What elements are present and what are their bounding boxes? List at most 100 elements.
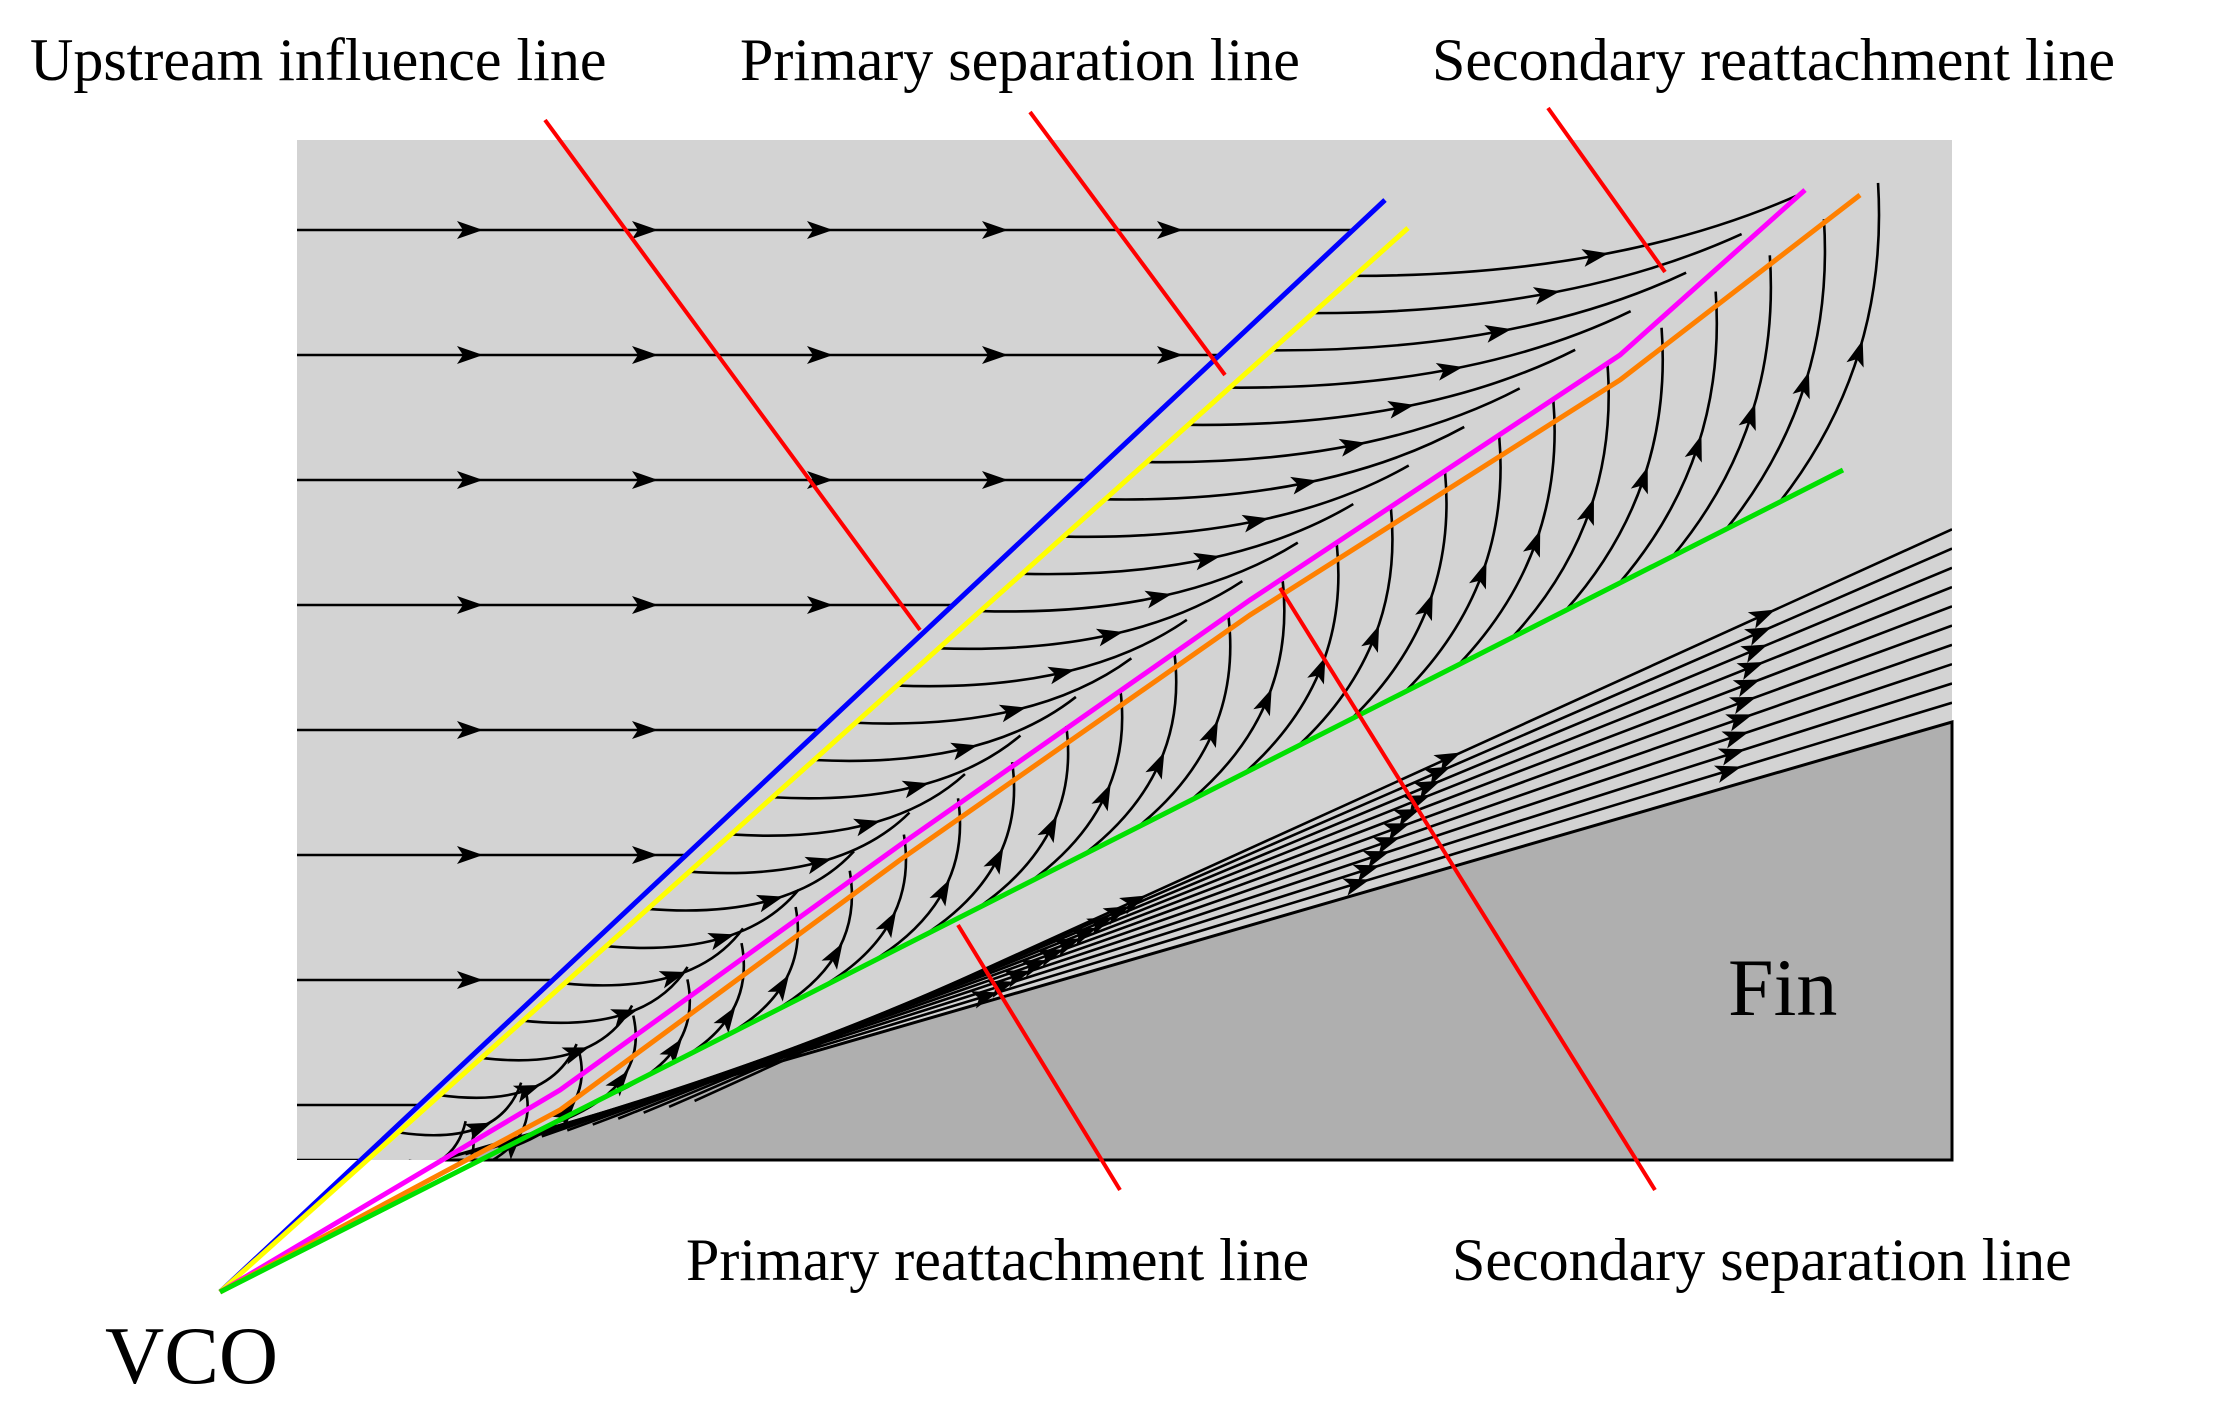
streamline-arrow [1047,666,1075,685]
streamline-arrow [807,221,833,239]
streamline-arrow [1095,628,1124,647]
streamline-arrow [1469,561,1487,590]
streamline-arrow [1290,476,1318,495]
streamline-arrow [950,742,978,761]
pointer-upstream-influence [543,118,922,632]
streamline-arrow [1717,748,1746,766]
streamline-arrow [457,846,483,864]
streamline-arrow [1020,960,1048,978]
streamline-arrow [1157,221,1183,239]
label-secondary-separation-line: Secondary separation line [1452,1227,2072,1293]
streamline-arrow [804,856,832,875]
streamline-arrow [1713,765,1742,783]
streamline-arrow [1157,346,1183,364]
label-vco: VCO [105,1310,278,1401]
streamline-arrow [1433,752,1461,772]
streamline-arrow [1387,400,1415,419]
fin-side-streamline [694,528,1952,1103]
streamline-arrow [970,991,999,1009]
streamline-arrow [1119,895,1147,915]
streamline-arrow [1792,371,1810,400]
streamline-arrow [1037,815,1058,844]
streamline-arrow [983,847,1004,875]
streamline-arrow [1392,809,1421,827]
streamline-arrow [1338,438,1366,457]
streamline-arrow [707,933,735,951]
streamline-arrow [982,471,1008,489]
streamline-arrow [929,879,950,907]
streamline-arrow [457,471,483,489]
streamline-arrow [1352,864,1380,882]
streamline-arrow [1413,780,1441,800]
streamline-arrow [632,721,658,739]
streamline-arrow [1740,644,1768,663]
streamline-arrow [1091,784,1111,812]
streamline-arrow [1522,530,1541,558]
label-primary-reattachment-line: Primary reattachment line [686,1227,1309,1293]
streamline-arrow [1576,498,1594,527]
streamline-arrow [632,596,658,614]
streamline-arrow [1736,662,1765,680]
fin-side-streamline [668,547,1952,1109]
streamline-arrow [1342,878,1370,896]
streamline-arrow [1253,688,1272,717]
streamline-arrow [713,1006,736,1034]
streamline-arrow [1732,679,1761,698]
label-fin: Fin [1728,942,1837,1033]
primary-reattachment-line [218,467,1845,1295]
label-secondary-reattachment-line: Secondary reattachment line [1432,27,2115,93]
streamline-arrow [998,704,1027,723]
streamline-arrow [605,1070,629,1097]
streamline-arrow [1144,590,1172,609]
streamline-arrow [1484,325,1512,343]
pointer-secondary-separation [1278,586,1657,1192]
streamline-arrow [632,346,658,364]
streamline-arrow [1193,552,1221,571]
streamline-arrow [1684,435,1702,463]
streamline-arrow [561,1047,590,1065]
streamline-arrow [551,1102,576,1129]
streamline-arrow [1307,657,1326,685]
streamline-arrow [1145,752,1165,780]
streamline-arrow [821,942,843,970]
streamline-arrow [457,721,483,739]
primary-separation-line [218,226,1410,1294]
streamline-arrow [755,894,784,913]
streamline-arrow [1372,837,1401,855]
streamline-arrow [1362,850,1391,869]
streamline-arrow [1435,363,1463,381]
streamline-arrow [632,846,658,864]
streamline-arrow [457,346,483,364]
streamline-arrow [767,974,790,1002]
streamline-arrow [807,596,833,614]
pointer-primary-reattachment [956,923,1122,1192]
streamline-arrow [632,471,658,489]
streamline-arrow [1721,731,1749,749]
streamline-arrow [1003,970,1032,988]
streamline-arrow [1846,340,1864,368]
streamline-arrow [1423,766,1451,786]
pointer-secondary-reattachment [1546,106,1667,274]
streamline-arrow [807,346,833,364]
fin-body [439,720,1954,1162]
streamline-arrow [982,346,1008,364]
pointer-primary-separation [1028,110,1227,377]
streamline-arrow [1744,627,1772,646]
secondary-reattachment-line [218,188,1807,1295]
pointer-lines [543,106,1667,1192]
streamline-field [297,182,1952,1160]
streamline-arrow [1382,823,1411,841]
secondary-separation-line [218,193,1862,1295]
streamline-arrow [659,1038,682,1065]
streamline-arrow [658,971,687,989]
streamline-arrow [1532,287,1561,305]
streamline-arrow [1747,609,1776,629]
reattachment-streamline [468,1123,475,1160]
streamline-arrow [632,221,658,239]
streamline-arrow [1581,249,1609,267]
streamline-arrow [457,971,483,989]
streamline-arrow [1728,696,1757,715]
streamline-arrow [1361,625,1380,653]
